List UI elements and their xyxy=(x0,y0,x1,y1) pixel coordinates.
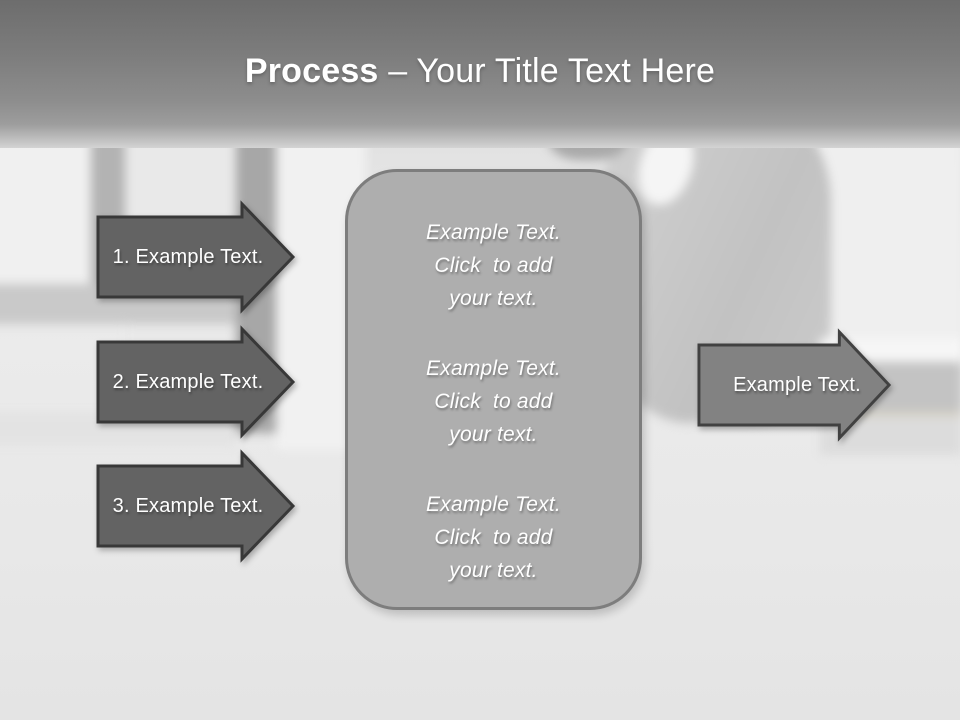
content-panel[interactable]: Example Text. Click to add your text. Ex… xyxy=(345,169,642,610)
placeholder-line: Example Text. xyxy=(426,357,561,380)
right-arrow-shape xyxy=(96,200,296,314)
placeholder-text-group[interactable]: Example Text. Click to add your text. xyxy=(426,216,561,315)
placeholder-line: Click to add xyxy=(434,526,553,549)
right-arrow-shape xyxy=(96,325,296,439)
placeholder-line: your text. xyxy=(449,423,538,446)
process-result-label: Example Text. xyxy=(733,373,861,396)
placeholder-line: your text. xyxy=(449,287,538,310)
process-step-3-label: 3. Example Text. xyxy=(112,494,264,517)
slide-title: Process – Your Title Text Here xyxy=(0,50,960,92)
process-step-3-arrow[interactable]: 3. Example Text. xyxy=(96,449,296,563)
process-step-2-arrow[interactable]: 2. Example Text. xyxy=(96,325,296,439)
process-step-1-label: 1. Example Text. xyxy=(112,245,264,268)
placeholder-line: your text. xyxy=(449,559,538,582)
placeholder-line: Click to add xyxy=(434,390,553,413)
placeholder-line: Example Text. xyxy=(426,221,561,244)
header-band xyxy=(0,0,960,148)
right-arrow-shape xyxy=(96,449,296,563)
placeholder-text-group[interactable]: Example Text. Click to add your text. xyxy=(426,488,561,587)
process-result-arrow[interactable]: Example Text. xyxy=(697,328,892,442)
title-emphasis: Process xyxy=(244,52,379,90)
photo-desk-band xyxy=(820,411,960,417)
placeholder-line: Click to add xyxy=(434,254,553,277)
placeholder-text-group[interactable]: Example Text. Click to add your text. xyxy=(426,352,561,451)
process-step-1-arrow[interactable]: 1. Example Text. xyxy=(96,200,296,314)
placeholder-line: Example Text. xyxy=(426,493,561,516)
right-arrow-shape xyxy=(697,328,892,442)
title-rest: – Your Title Text Here xyxy=(378,52,716,90)
process-step-2-label: 2. Example Text. xyxy=(112,370,264,393)
